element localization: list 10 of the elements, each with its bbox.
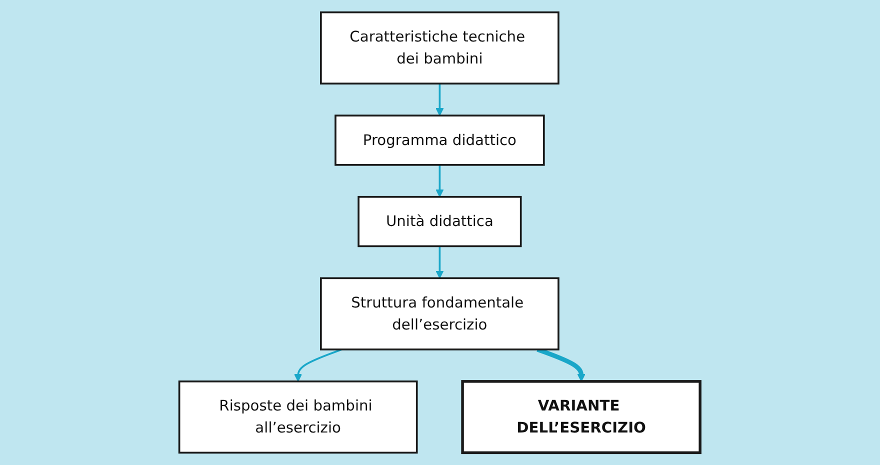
arrow bbox=[436, 164, 444, 198]
node-box: VARIANTE DELL’ESERCIZIO bbox=[461, 380, 702, 454]
arrow bbox=[436, 84, 444, 116]
node-box: Programma didattico bbox=[334, 114, 546, 166]
node-box: Unità didattica bbox=[358, 196, 522, 248]
arrow bbox=[294, 348, 343, 382]
arrow bbox=[436, 246, 444, 279]
node-box: Risposte dei bambini all’esercizio bbox=[178, 380, 418, 454]
node-box: Struttura fondamentale dell’esercizio bbox=[320, 277, 560, 350]
node-box: Caratteristiche tecniche dei bambini bbox=[320, 11, 560, 84]
